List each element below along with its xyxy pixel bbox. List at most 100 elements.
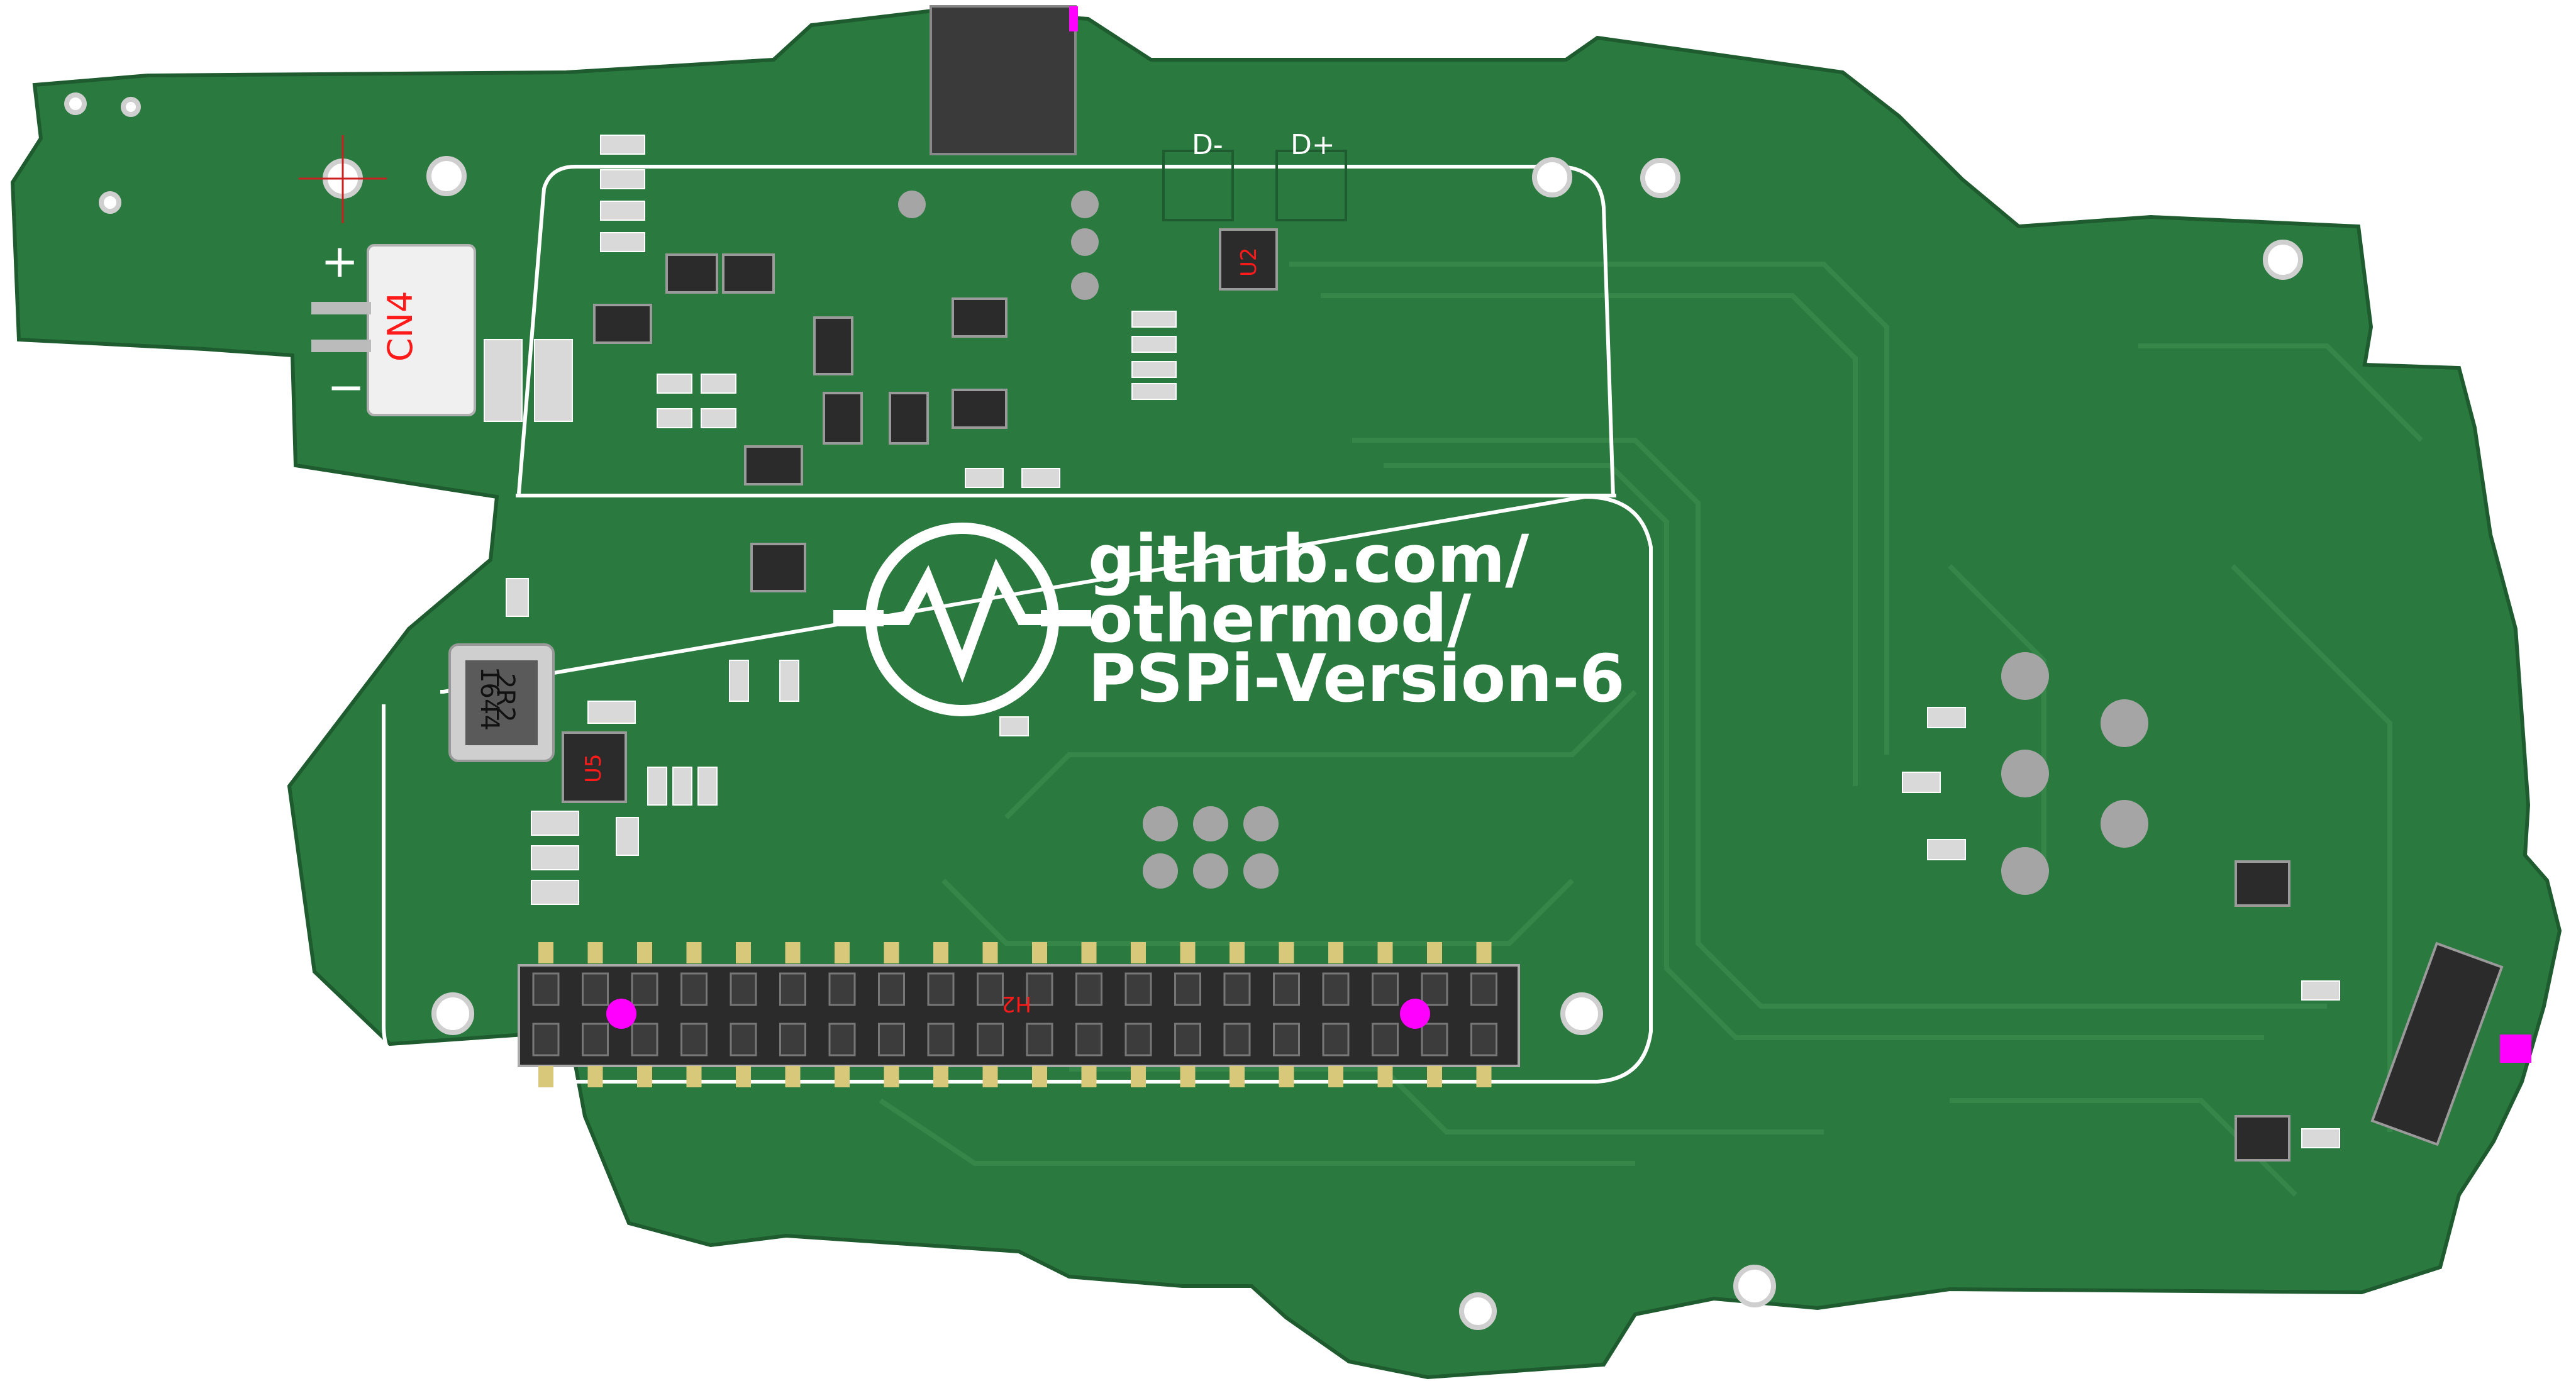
header-solder-pad [1230,942,1245,963]
header-pin [1124,972,1152,1006]
usb-test-pad [1162,150,1234,221]
header-solder-pad [982,1066,998,1087]
header-solder-pad [785,942,801,963]
header-pin [1470,1023,1497,1057]
header-pin [1322,1023,1350,1057]
header-pin [532,1023,560,1057]
header-solder-pad [587,1066,603,1087]
inductor-value: 2R2 [491,673,519,723]
mounting-hole [426,156,467,196]
header-solder-pad [1081,1066,1097,1087]
transistor-q [2235,860,2290,907]
mounting-hole [121,97,141,117]
header-solder-pad [835,942,850,963]
header-solder-pad [835,1066,850,1087]
header-solder-pad [538,942,553,963]
through-hole-pad [898,191,926,218]
right-passives [1902,707,2340,1148]
header-pin [1124,1023,1152,1057]
through-hole-pad [1071,228,1099,256]
header-pin [582,1023,609,1057]
smd-resistor [484,339,523,422]
inductor-core [465,660,538,745]
battery-connector-pin [311,340,371,352]
header-solder-pad [1427,1066,1442,1087]
header-pin [631,1023,658,1057]
header-pin [1273,1023,1300,1057]
header-solder-pad [1328,1066,1343,1087]
battery-connector [367,244,476,416]
connector-label: CN4 [380,291,420,362]
gpio-header-pins [532,942,1497,1087]
header-pin [1174,1023,1201,1057]
header-pin [1026,972,1053,1006]
usb-test-pad [1275,150,1347,221]
header-pin [1223,1023,1251,1057]
mounting-hole [1733,1265,1776,1307]
header-pin [927,1023,955,1057]
test-pad-grid [1143,806,1279,889]
through-hole-pad [1071,272,1099,300]
pin-marker [1400,999,1430,1029]
header-pin [828,1023,856,1057]
mounting-hole [1560,992,1603,1035]
usb-ic-label: U2 [1236,247,1262,277]
header-solder-pad [1476,1066,1492,1087]
through-hole-pad [1071,191,1099,218]
header-pin [730,1023,757,1057]
mounting-hole [1640,158,1680,198]
power-section-components [506,135,1177,736]
header-solder-pad [637,942,652,963]
usb-dplus-label: D+ [1291,129,1335,161]
header-solder-pad [785,1066,801,1087]
header-solder-pad [1180,942,1196,963]
header-solder-pad [1279,942,1294,963]
board-url-line-2: othermod/ [1088,580,1471,657]
header-solder-pad [736,1066,751,1087]
header-solder-pad [933,942,948,963]
header-pin [779,972,806,1006]
header-solder-pad [587,942,603,963]
header-solder-pad [1377,942,1393,963]
header-solder-pad [933,1066,948,1087]
slide-switch-actuator [2500,1034,2531,1063]
header-pin [779,1023,806,1057]
header-pin [927,972,955,1006]
header-pin [1421,1023,1448,1057]
header-solder-pad [1230,1066,1245,1087]
mounting-hole [431,992,474,1035]
header-solder-pad [686,1066,702,1087]
pin1-marker [606,999,636,1029]
copper-traces [879,262,2423,1197]
header-solder-pad [736,942,751,963]
mounting-hole [2263,240,2303,280]
fiducial-crosshair [299,135,387,223]
usb-dminus-label: D- [1192,129,1223,161]
header-pin [1421,972,1448,1006]
button-pads [2001,652,2148,895]
usb-ic [1219,228,1278,291]
header-solder-pad [1427,942,1442,963]
header-pin [1174,972,1201,1006]
usb-connector-edge [1069,6,1078,31]
slide-switch [2370,941,2504,1146]
header-solder-pad [1131,942,1146,963]
board-url-line-3: PSPi-Version-6 [1088,640,1625,717]
header-pin [1273,972,1300,1006]
battery-plus-label: + [321,235,358,287]
header-pin [1470,972,1497,1006]
header-solder-pad [538,1066,553,1087]
header-pin [828,972,856,1006]
header-solder-pad [1180,1066,1196,1087]
header-pin [680,1023,708,1057]
header-solder-pad [982,942,998,963]
board-url-line-1: github.com/ [1088,521,1529,597]
header-solder-pad [884,1066,899,1087]
header-pin [878,1023,905,1057]
header-solder-pad [1032,1066,1047,1087]
header-pin [977,972,1004,1006]
smd-resistor [534,339,573,422]
mounting-hole [64,92,87,115]
inductor-code: 1644 [475,667,504,731]
mounting-hole [99,191,121,214]
